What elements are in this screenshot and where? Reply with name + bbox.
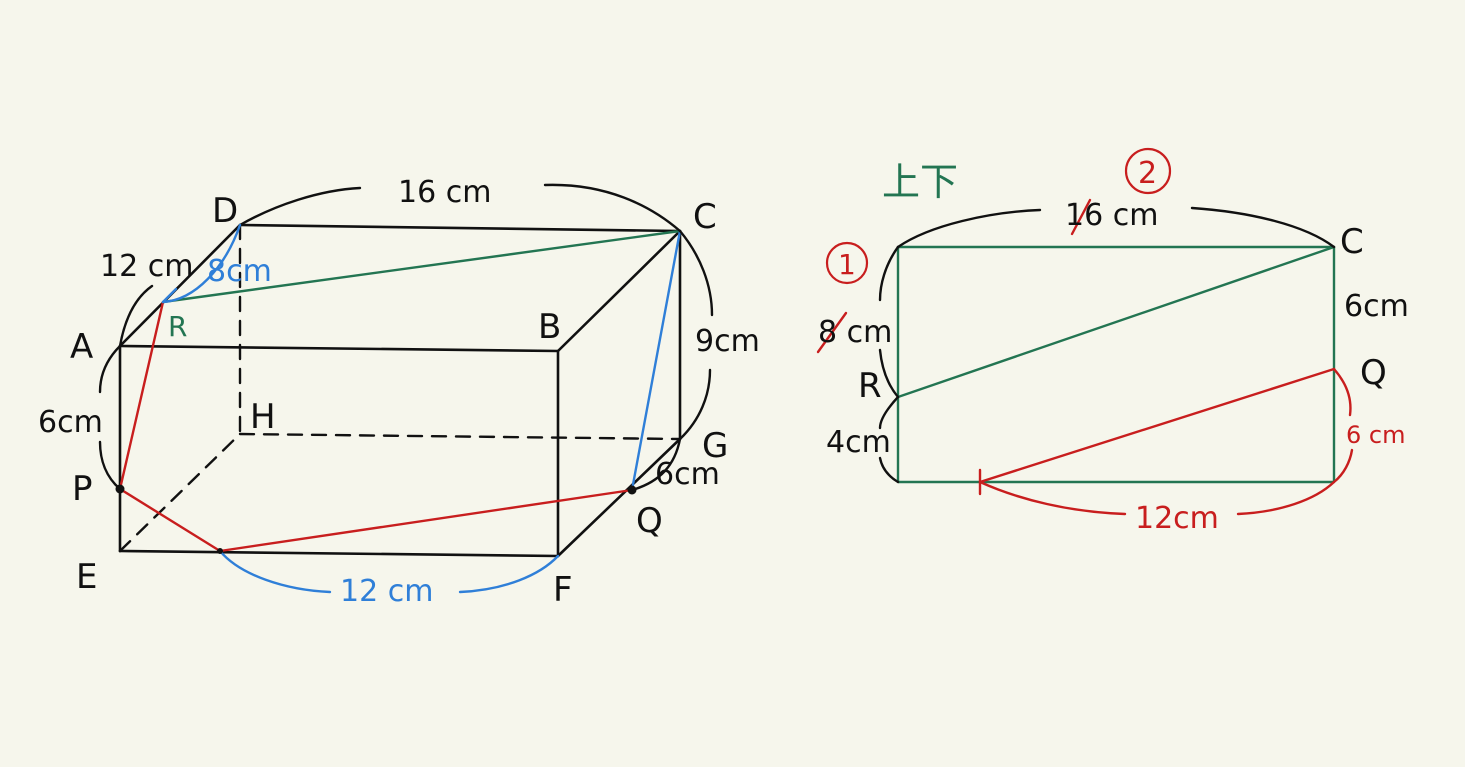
point-q bbox=[627, 485, 637, 495]
arc-dc-right bbox=[543, 183, 682, 233]
vertex-label-b: B bbox=[538, 307, 561, 347]
circle-label-2: 2 bbox=[1138, 156, 1157, 191]
measure-gq: 6cm bbox=[655, 457, 720, 492]
top-view-labels: 上下 C R Q 1 2 16 cm 8 cm 4cm 6cm 6 cm 12c… bbox=[818, 156, 1409, 536]
arc-ap-top bbox=[98, 344, 122, 394]
top-view-measure-left-upper: 8 cm bbox=[818, 315, 892, 350]
arc-left-upper-b bbox=[878, 348, 900, 399]
prism-figure bbox=[98, 183, 714, 594]
edge-ef bbox=[118, 549, 560, 558]
arc-ef-left bbox=[218, 549, 332, 594]
arc-cg-top bbox=[678, 229, 714, 317]
vertex-label-r: R bbox=[168, 310, 187, 343]
vertex-label-a: A bbox=[70, 327, 93, 367]
edge-bc bbox=[556, 229, 682, 353]
arc-ad bbox=[118, 284, 154, 348]
top-view-measure-right-upper: 6cm bbox=[1344, 289, 1409, 324]
top-view-rectangle bbox=[896, 245, 1336, 484]
top-view-segment-q bbox=[978, 367, 1336, 484]
top-view-label-r: R bbox=[858, 366, 882, 406]
measure-ap: 6cm bbox=[38, 405, 103, 440]
arc-top-right bbox=[1190, 206, 1336, 249]
circle-marker-1 bbox=[825, 241, 869, 285]
segment-rc bbox=[161, 229, 682, 304]
prism-edges bbox=[118, 223, 682, 558]
arc-ap-bottom bbox=[98, 440, 122, 491]
measure-dr: 8cm bbox=[207, 254, 272, 289]
strike-8 bbox=[816, 311, 848, 354]
segment-dr-mark bbox=[161, 287, 178, 304]
vertex-label-h: H bbox=[250, 397, 276, 437]
vertex-label-p: P bbox=[72, 469, 93, 509]
measure-dc: 16 cm bbox=[398, 175, 491, 210]
edge-ad bbox=[118, 223, 242, 348]
arc-ef-right bbox=[458, 554, 560, 594]
circle-label-1: 1 bbox=[838, 248, 856, 281]
top-view-label-q: Q bbox=[1360, 353, 1387, 393]
arc-bottom-right bbox=[1236, 480, 1336, 516]
edge-dc bbox=[238, 223, 682, 233]
prism-labels: D C A B H G P Q E F R 16 cm 12 cm 8cm 6c… bbox=[38, 175, 760, 610]
edge-ab bbox=[118, 344, 560, 353]
top-view-measure-bottom: 12cm bbox=[1135, 501, 1219, 536]
vertex-label-e: E bbox=[76, 557, 97, 597]
arc-top-left bbox=[896, 208, 1042, 249]
top-view-label-c: C bbox=[1340, 222, 1364, 262]
top-view-figure bbox=[816, 147, 1354, 516]
top-view-segment-rc bbox=[896, 245, 1336, 399]
edge-fg bbox=[556, 437, 682, 558]
point-p bbox=[115, 484, 125, 494]
measure-cg: 9cm bbox=[695, 324, 760, 359]
top-view-measure-right-lower: 6 cm bbox=[1346, 421, 1405, 449]
edge-hg bbox=[238, 432, 682, 441]
vertex-label-c: C bbox=[693, 197, 717, 237]
top-view-measure-left-lower: 4cm bbox=[826, 425, 891, 460]
arc-dr bbox=[161, 223, 242, 304]
edge-eh bbox=[118, 432, 242, 553]
arc-left-lower bbox=[878, 395, 900, 430]
strike-16 bbox=[1070, 198, 1092, 236]
arc-dc-left bbox=[238, 186, 362, 227]
measure-ad: 12 cm bbox=[100, 249, 193, 284]
arc-left-lower-b bbox=[878, 456, 900, 484]
top-view-measure-top: 16 cm bbox=[1065, 198, 1158, 233]
vertex-label-g: G bbox=[702, 426, 728, 466]
arc-right-lower bbox=[1332, 367, 1352, 417]
point-e-cut bbox=[217, 548, 223, 554]
arc-bottom-left bbox=[978, 480, 1127, 516]
circle-marker-2 bbox=[1124, 147, 1172, 195]
vertex-label-d: D bbox=[212, 191, 238, 231]
arc-left-upper bbox=[878, 245, 900, 302]
top-view-title: 上下 bbox=[882, 160, 958, 204]
segment-r-p-e-q bbox=[118, 300, 634, 553]
arc-gq bbox=[630, 437, 682, 492]
arc-cg-bottom bbox=[678, 368, 712, 441]
prism-hidden-edges bbox=[118, 223, 682, 553]
segment-cq bbox=[630, 229, 682, 492]
vertex-label-q: Q bbox=[636, 501, 663, 541]
vertex-label-f: F bbox=[553, 570, 573, 610]
arc-right-lower-b bbox=[1332, 448, 1354, 484]
measure-ef: 12 cm bbox=[340, 574, 433, 609]
